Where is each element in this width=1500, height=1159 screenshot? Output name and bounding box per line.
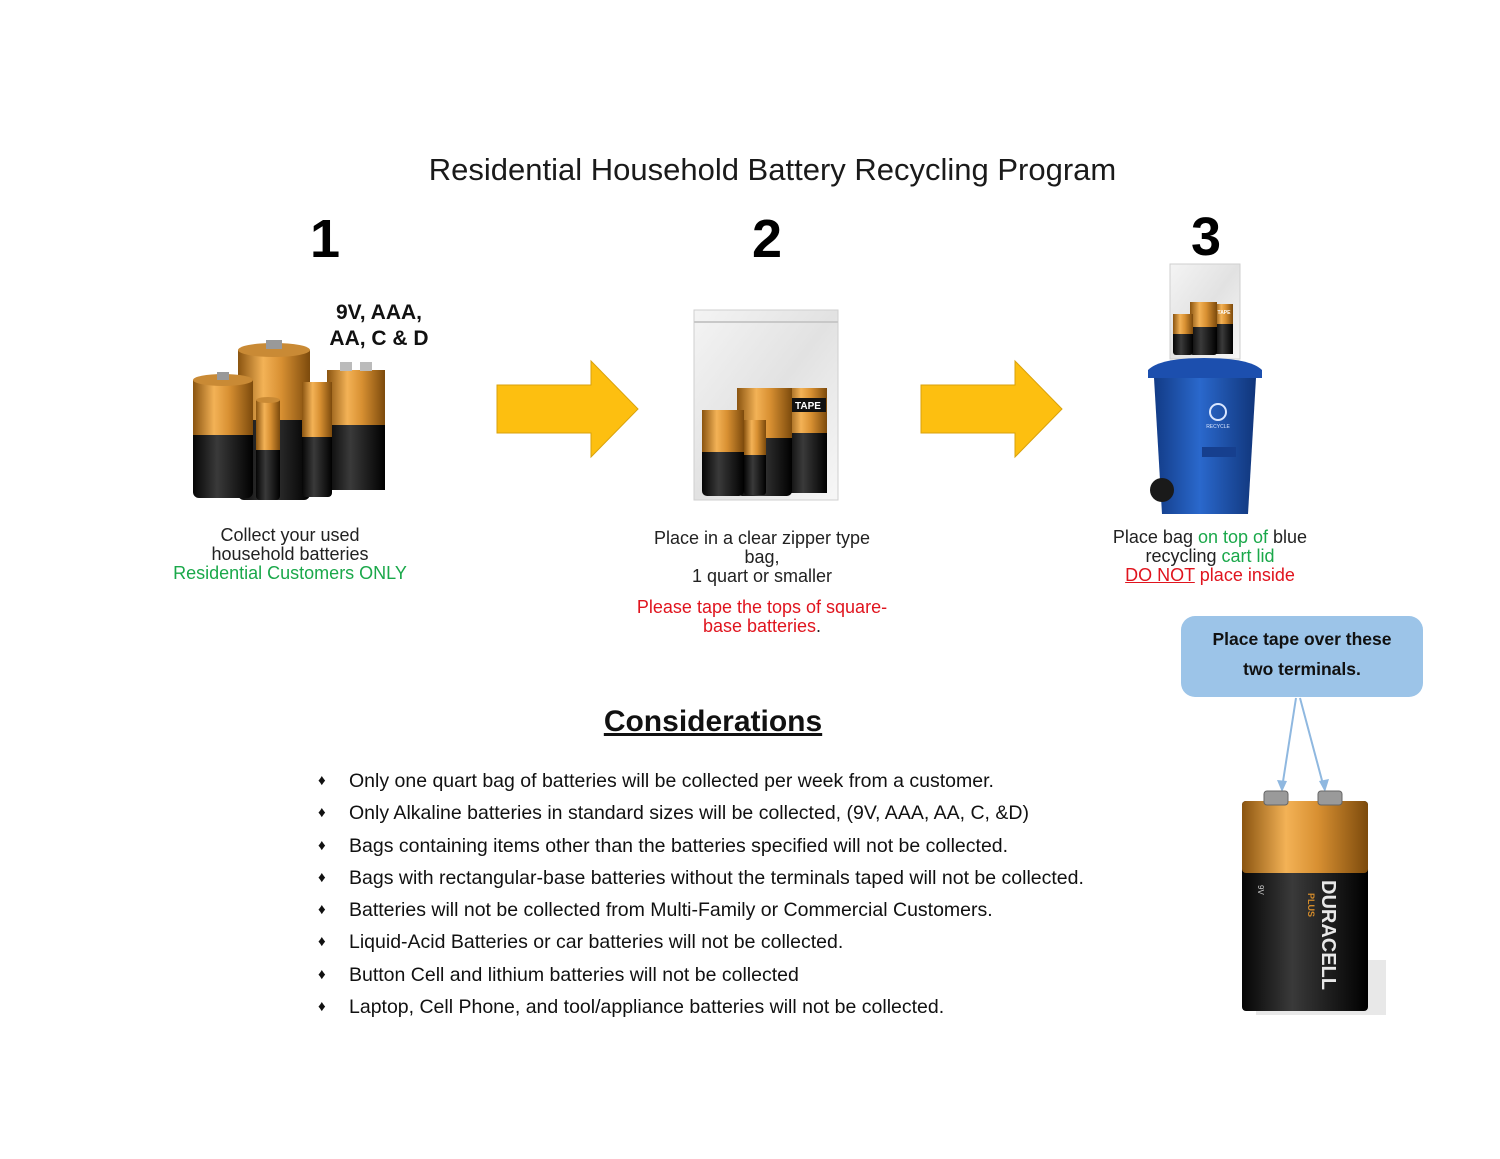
arrow-right-icon bbox=[496, 359, 639, 459]
svg-text:DURACELL: DURACELL bbox=[1317, 880, 1339, 990]
9v-battery-image: DURACELL PLUS 9V bbox=[1242, 790, 1386, 1015]
list-item: ♦Batteries will not be collected from Mu… bbox=[318, 899, 993, 922]
step-1-caption: Collect your used household batteries Re… bbox=[160, 526, 420, 583]
battery-group-image bbox=[193, 340, 385, 500]
considerations-heading: Considerations bbox=[603, 705, 823, 738]
diamond-bullet-icon: ♦ bbox=[318, 772, 326, 789]
tape-warning: Please tape the tops of square- base bat… bbox=[636, 597, 888, 636]
diamond-bullet-icon: ♦ bbox=[318, 998, 326, 1016]
list-item: ♦Bags with rectangular-base batteries wi… bbox=[318, 866, 1084, 889]
diamond-bullet-icon: ♦ bbox=[318, 836, 326, 854]
step-2-caption: Place in a clear zipper type bag, 1 quar… bbox=[653, 528, 871, 586]
diamond-bullet-icon: ♦ bbox=[318, 901, 326, 919]
diamond-bullet-icon: ♦ bbox=[318, 868, 326, 886]
step-1-number: 1 bbox=[309, 209, 341, 269]
step-3-caption: Place bag on top of blue recycling cart … bbox=[1112, 527, 1308, 585]
do-not-label: DO NOT bbox=[1125, 565, 1195, 585]
diamond-bullet-icon: ♦ bbox=[318, 804, 326, 822]
list-item: ♦Only Alkaline batteries in standard siz… bbox=[318, 802, 1029, 825]
diamond-bullet-icon: ♦ bbox=[318, 965, 326, 983]
considerations-list: ♦Only one quart bag of batteries will be… bbox=[318, 768, 1084, 1026]
svg-text:TAPE: TAPE bbox=[1218, 310, 1232, 316]
svg-text:RECYCLE: RECYCLE bbox=[1206, 424, 1230, 430]
svg-text:TAPE: TAPE bbox=[795, 401, 821, 412]
diamond-bullet-icon: ♦ bbox=[318, 933, 326, 951]
arrow-right-icon bbox=[920, 359, 1063, 459]
page-title: Residential Household Battery Recycling … bbox=[428, 152, 1117, 187]
bag-on-cart-image: TAPE RECYCLE bbox=[1148, 263, 1262, 514]
svg-text:PLUS: PLUS bbox=[1306, 893, 1316, 917]
zipper-bag-image: TAPE bbox=[693, 309, 839, 501]
callout-pointer-arrows bbox=[1277, 697, 1329, 792]
tape-terminals-callout: Place tape over these two terminals. bbox=[1181, 616, 1423, 697]
step-2-number: 2 bbox=[751, 209, 783, 269]
list-item: ♦Liquid-Acid Batteries or car batteries … bbox=[318, 931, 844, 954]
list-item: ♦Bags containing items other than the ba… bbox=[318, 834, 1009, 857]
list-item: ♦Laptop, Cell Phone, and tool/appliance … bbox=[318, 996, 945, 1019]
list-item: ♦Button Cell and lithium batteries will … bbox=[318, 963, 799, 986]
residential-only-note: Residential Customers ONLY bbox=[173, 563, 407, 583]
svg-text:9V: 9V bbox=[1256, 885, 1265, 895]
step-3-number: 3 bbox=[1190, 207, 1222, 267]
battery-sizes-label: 9V, AAA, AA, C & D bbox=[329, 301, 429, 350]
list-item: ♦Only one quart bag of batteries will be… bbox=[318, 770, 994, 792]
